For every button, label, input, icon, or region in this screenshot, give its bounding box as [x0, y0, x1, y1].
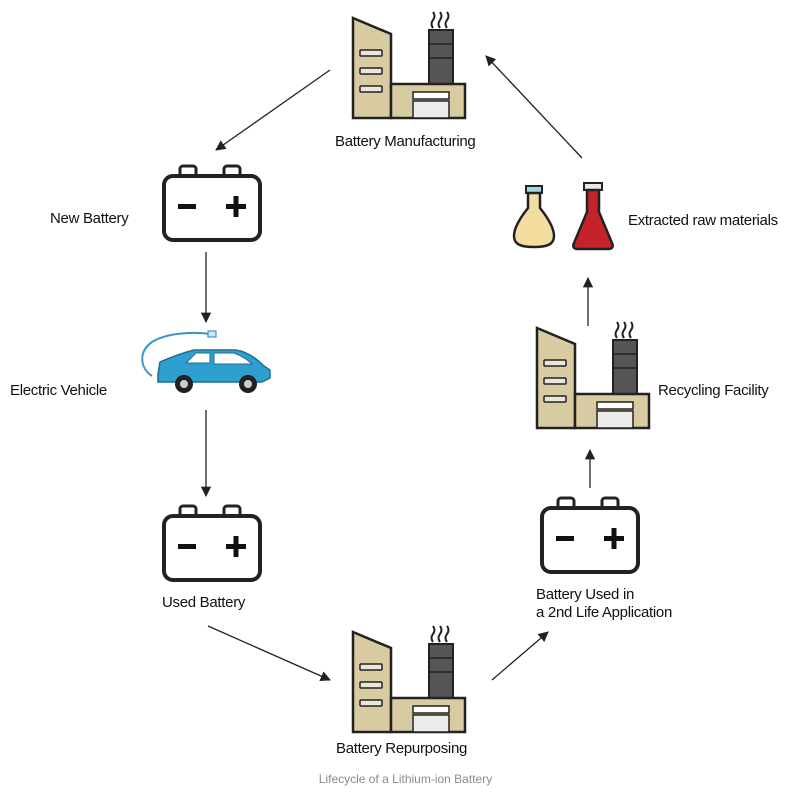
label-extracted-raw-materials: Extracted raw materials: [628, 212, 778, 229]
label-battery-repurposing: Battery Repurposing: [336, 740, 468, 757]
label-electric-vehicle: Electric Vehicle: [10, 382, 107, 399]
arrow-used-to-repurposing: [207, 625, 331, 681]
diagram-caption: Lifecycle of a Lithium-ion Battery: [318, 772, 493, 786]
arrow-manufacturing-to-new: [215, 69, 331, 151]
label-second-life-line1: Battery Used in: [536, 586, 635, 603]
label-second-life-line2: a 2nd Life Application: [536, 604, 673, 621]
factory-recycling-icon: [535, 320, 651, 430]
label-new-battery: New Battery: [50, 210, 129, 227]
flask-red-icon: [571, 182, 615, 251]
battery-new-icon: [162, 164, 262, 242]
arrow-materials-to-manufacturing: [485, 55, 583, 159]
battery-used-icon: [162, 504, 262, 582]
arrow-repurposing-to-second-life: [491, 631, 549, 681]
factory-manufacturing-icon: [351, 10, 467, 120]
label-recycling-facility: Recycling Facility: [658, 382, 769, 399]
electric-car-icon: [141, 330, 271, 393]
factory-repurposing-icon: [351, 624, 467, 734]
flask-light-icon: [512, 185, 556, 249]
label-battery-manufacturing: Battery Manufacturing: [335, 133, 476, 150]
flow-arrows: [200, 55, 596, 681]
battery-second-life-icon: [540, 496, 640, 574]
label-used-battery: Used Battery: [162, 594, 246, 611]
